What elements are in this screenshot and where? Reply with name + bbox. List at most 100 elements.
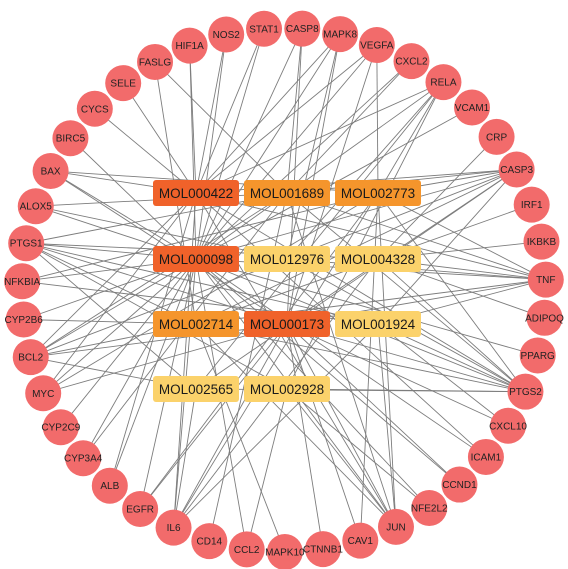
target-node-stat1[interactable]: STAT1 <box>246 10 283 47</box>
molecule-node-label: MOL001689 <box>250 186 324 201</box>
molecule-node-mol001924[interactable]: MOL001924 <box>335 311 421 337</box>
molecule-node-label: MOL000098 <box>159 252 233 267</box>
edge-mol001689-faslg <box>154 61 288 194</box>
target-node-cycs[interactable]: CYCS <box>76 90 113 127</box>
molecule-node-mol000422[interactable]: MOL000422 <box>153 180 239 206</box>
molecule-node-mol000098[interactable]: MOL000098 <box>153 246 239 272</box>
edge-mol002928-rela <box>286 81 444 390</box>
target-node-crp[interactable]: CRP <box>478 118 515 155</box>
target-node-rela[interactable]: RELA <box>425 64 462 101</box>
molecule-node-mol000173[interactable]: MOL000173 <box>244 311 330 337</box>
target-node-label: TNF <box>536 275 555 286</box>
target-node-label: CCL2 <box>234 545 260 556</box>
target-node-adipoq[interactable]: ADIPOQ <box>525 299 564 336</box>
molecule-node-box <box>153 180 239 206</box>
target-node-faslg[interactable]: FASLG <box>137 43 174 80</box>
target-node-alb[interactable]: ALB <box>91 467 128 504</box>
target-node-tnf[interactable]: TNF <box>527 261 564 298</box>
molecule-node-mol002773[interactable]: MOL002773 <box>335 180 421 206</box>
target-node-irf1[interactable]: IRF1 <box>513 186 550 223</box>
target-node-icam1[interactable]: ICAM1 <box>467 438 504 475</box>
target-node-label: CAV1 <box>348 536 374 547</box>
target-node-cav1[interactable]: CAV1 <box>342 522 379 559</box>
target-node-nos2[interactable]: NOS2 <box>208 16 245 53</box>
target-node-sele[interactable]: SELE <box>105 65 142 102</box>
target-node-cd14[interactable]: CD14 <box>191 523 228 560</box>
target-node-ccnd1[interactable]: CCND1 <box>441 466 478 503</box>
target-node-pparg[interactable]: PPARG <box>519 337 556 374</box>
edge-mol001689-ptgs1 <box>26 192 288 244</box>
edge-mol000098-myc <box>42 258 197 394</box>
target-node-birc5[interactable]: BIRC5 <box>52 120 89 157</box>
target-node-egfr[interactable]: EGFR <box>122 490 159 527</box>
target-node-circle <box>322 16 359 53</box>
molecule-node-mol002714[interactable]: MOL002714 <box>153 311 239 337</box>
target-node-casp8[interactable]: CASP8 <box>284 10 321 47</box>
target-node-label: CRP <box>486 132 507 143</box>
target-node-label: ADIPOQ <box>525 313 564 324</box>
edge-mol000098-hif1a <box>189 45 197 260</box>
target-node-jun[interactable]: JUN <box>377 508 414 545</box>
edge-mol000098-bax <box>50 170 197 260</box>
molecule-node-box <box>153 376 239 402</box>
target-node-label: MYC <box>32 389 54 400</box>
target-node-bcl2[interactable]: BCL2 <box>12 339 49 376</box>
target-node-hif1a[interactable]: HIF1A <box>171 27 208 64</box>
target-node-label: CYP3A4 <box>64 454 103 465</box>
target-node-circle <box>208 16 245 53</box>
target-node-ctnnb1[interactable]: CTNNB1 <box>303 531 343 568</box>
target-node-myc[interactable]: MYC <box>25 375 62 412</box>
edge-mol000173-vegfa <box>286 44 378 325</box>
molecule-node-mol004328[interactable]: MOL004328 <box>335 246 421 272</box>
target-node-nfe2l2[interactable]: NFE2L2 <box>411 490 448 527</box>
molecule-node-box <box>244 311 330 337</box>
target-node-label: NFE2L2 <box>411 504 448 515</box>
molecule-node-label: MOL002714 <box>159 317 234 332</box>
target-node-circle <box>228 531 265 568</box>
edge-mol000422-sele <box>122 82 197 194</box>
target-node-cxcl10[interactable]: CXCL10 <box>489 407 527 444</box>
target-node-nfkbia[interactable]: NFKBIA <box>4 263 41 300</box>
target-node-label: CD14 <box>197 537 223 548</box>
target-node-cxcl2[interactable]: CXCL2 <box>393 43 430 80</box>
edge-mol000422-cycs <box>94 108 197 194</box>
edge-mol001924-cxcl10 <box>377 323 509 427</box>
target-node-casp3[interactable]: CASP3 <box>498 151 535 188</box>
target-node-cyp2b6[interactable]: CYP2B6 <box>4 301 43 338</box>
target-node-ccl2[interactable]: CCL2 <box>228 531 265 568</box>
molecule-node-mol002565[interactable]: MOL002565 <box>153 376 239 402</box>
target-node-ikbkb[interactable]: IKBKB <box>523 223 560 260</box>
target-node-cyp3a4[interactable]: CYP3A4 <box>64 440 103 477</box>
target-node-label: CXCL10 <box>489 421 527 432</box>
edge-mol000098-birc5 <box>70 137 197 260</box>
edge-mol000422-stat1 <box>195 28 265 194</box>
edge-mol000173-ptgs1 <box>26 242 288 325</box>
target-node-mapk10[interactable]: MAPK10 <box>265 534 305 569</box>
target-node-label: CYP2C9 <box>41 423 80 434</box>
edge-mol001924-jun <box>377 323 397 527</box>
edge-mol000173-cxcl10 <box>286 323 509 427</box>
target-node-ptgs1[interactable]: PTGS1 <box>8 225 45 262</box>
target-node-cyp2c9[interactable]: CYP2C9 <box>41 409 81 446</box>
molecule-node-mol012976[interactable]: MOL012976 <box>244 246 330 272</box>
target-node-il6[interactable]: IL6 <box>155 509 192 546</box>
target-node-circle <box>377 508 414 545</box>
edge-mol000173-tnf <box>286 279 546 325</box>
target-node-label: PTGS1 <box>10 239 43 250</box>
target-node-circle <box>171 27 208 64</box>
edge-mol002714-mapk10 <box>195 323 286 553</box>
target-node-vcam1[interactable]: VCAM1 <box>454 89 491 126</box>
molecule-node-mol002928[interactable]: MOL002928 <box>244 376 330 402</box>
target-node-vegfa[interactable]: VEGFA <box>358 26 395 63</box>
edge-mol001689-cxcl2 <box>286 60 412 194</box>
target-node-label: ALOX5 <box>20 202 53 213</box>
target-node-bax[interactable]: BAX <box>32 152 69 189</box>
target-node-label: IKBKB <box>527 237 557 248</box>
molecule-node-mol001689[interactable]: MOL001689 <box>244 180 330 206</box>
target-node-mapk8[interactable]: MAPK8 <box>322 16 359 53</box>
target-node-ptgs2[interactable]: PTGS2 <box>507 373 544 410</box>
target-node-alox5[interactable]: ALOX5 <box>17 188 54 225</box>
target-node-circle <box>266 534 303 569</box>
target-node-label: BAX <box>41 166 61 177</box>
